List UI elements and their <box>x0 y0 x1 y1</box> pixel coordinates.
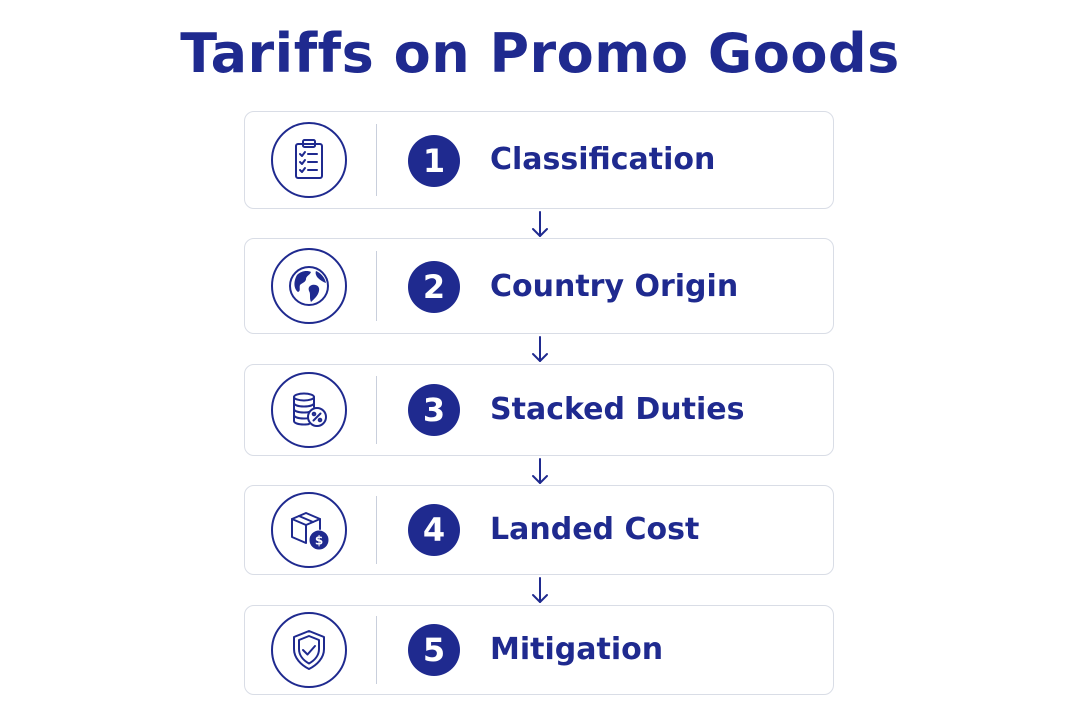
divider <box>376 124 377 196</box>
step-2-card: 2 Country Origin <box>244 238 834 334</box>
step-5-card: 5 Mitigation <box>244 605 834 695</box>
step-number-badge: 3 <box>408 384 460 436</box>
coin-stack-percent-icon <box>271 372 347 448</box>
step-number-badge: 1 <box>408 135 460 187</box>
step-label: Country Origin <box>490 269 739 304</box>
step-label: Mitigation <box>490 632 664 667</box>
step-label: Landed Cost <box>490 512 700 547</box>
shield-check-icon <box>271 612 347 688</box>
arrow-down-icon <box>532 211 548 237</box>
divider <box>376 376 377 444</box>
divider <box>376 496 377 564</box>
arrow-down-icon <box>532 336 548 362</box>
step-number-badge: 2 <box>408 261 460 313</box>
divider <box>376 616 377 684</box>
step-label: Stacked Duties <box>490 392 745 427</box>
box-dollar-icon: $ <box>271 492 347 568</box>
step-1-card: 1 Classification <box>244 111 834 209</box>
step-3-card: 3 Stacked Duties <box>244 364 834 456</box>
page-title: Tariffs on Promo Goods <box>180 22 900 85</box>
arrow-down-icon <box>532 458 548 484</box>
arrow-down-icon <box>532 577 548 603</box>
step-label: Classification <box>490 142 716 177</box>
divider <box>376 251 377 321</box>
clipboard-checklist-icon <box>271 122 347 198</box>
globe-icon <box>271 248 347 324</box>
step-number-badge: 5 <box>408 624 460 676</box>
step-number-badge: 4 <box>408 504 460 556</box>
step-4-card: $ 4 Landed Cost <box>244 485 834 575</box>
svg-text:$: $ <box>315 534 323 548</box>
